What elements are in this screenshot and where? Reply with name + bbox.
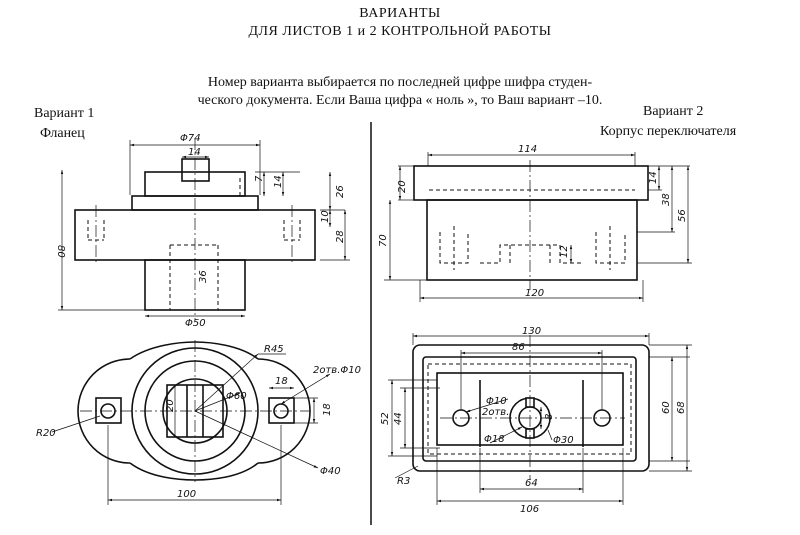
dim-d10-housing: Φ10: [486, 396, 507, 407]
dim-36: 36: [198, 270, 209, 283]
dim-d30: Φ30: [553, 435, 574, 446]
variant1-label: Вариант 1: [34, 106, 95, 121]
dim-106: 106: [520, 504, 539, 515]
dim-20: 20: [165, 399, 176, 412]
flange-front-dimensions: [58, 140, 350, 318]
dim-14-housing: 14: [648, 171, 659, 184]
dim-14-top: 14: [188, 147, 201, 158]
page-subtitle: ДЛЯ ЛИСТОВ 1 и 2 КОНТРОЛЬНОЙ РАБОТЫ: [248, 24, 552, 39]
dim-d60: Φ60: [226, 391, 247, 402]
dim-18-vertical: 18: [322, 403, 333, 416]
dim-d40: Φ40: [320, 466, 341, 477]
variant1-part-name: Фланец: [40, 126, 85, 141]
dim-28: 28: [335, 230, 346, 243]
dim-10: 10: [320, 210, 331, 223]
variant2-label: Вариант 2: [643, 104, 704, 119]
housing-top-dimensions: [388, 333, 692, 505]
dim-20-housing: 20: [397, 180, 408, 193]
flange-top-dim-labels: R45 2отв.Φ10 Φ60 18 18 20 R20 Φ40 100: [36, 344, 361, 500]
dim-26: 26: [335, 185, 346, 198]
housing-front-view: [413, 160, 649, 290]
dim-r45: R45: [264, 344, 284, 355]
dim-80: 80: [55, 245, 66, 258]
dim-68: 68: [676, 401, 687, 414]
dim-r20: R20: [36, 428, 56, 439]
dim-100: 100: [177, 489, 196, 500]
dim-7: 7: [254, 175, 265, 182]
housing-top-dim-labels: 130 86 52 44 60 68 Φ10 2отв. 8 Φ18 Φ30 R…: [380, 326, 687, 515]
dim-8: 8: [544, 414, 555, 420]
dim-64: 64: [525, 478, 538, 489]
dim-44: 44: [393, 412, 404, 425]
dim-120: 120: [525, 288, 544, 299]
dim-r3: R3: [397, 476, 410, 487]
dim-114: 114: [518, 144, 537, 155]
dim-56: 56: [677, 209, 688, 222]
dim-holes-d10: 2отв.Φ10: [313, 365, 361, 376]
dim-60: 60: [661, 401, 672, 414]
dim-holes-housing: 2отв.: [482, 407, 509, 418]
housing-top-view: [412, 335, 650, 480]
variant2-part-name: Корпус переключателя: [600, 124, 737, 139]
flange-top-dimensions: [51, 353, 331, 505]
dim-14-side: 14: [273, 175, 284, 188]
dim-12: 12: [559, 245, 570, 258]
dim-70: 70: [378, 234, 389, 247]
instruction-line-1: Номер варианта выбирается по последней ц…: [207, 75, 593, 90]
dim-18-horizontal: 18: [275, 376, 288, 387]
instruction-line-2: ческого документа. Если Ваша цифра « нол…: [197, 93, 603, 108]
flange-front-dim-labels: Φ74 14 80 7 14 26 10 28 36 Φ50: [55, 133, 346, 329]
dim-52: 52: [380, 412, 391, 425]
dim-d50: Φ50: [185, 318, 206, 329]
dim-d74: Φ74: [180, 133, 201, 144]
housing-front-dim-labels: 114 20 70 14 38 56 12 120: [378, 144, 688, 299]
housing-front-dimensions: [384, 152, 692, 302]
dim-130: 130: [522, 326, 541, 337]
page-title: ВАРИАНТЫ: [359, 6, 441, 21]
flange-front-view: [74, 138, 316, 320]
dim-38: 38: [661, 193, 672, 206]
flange-top-view: [77, 340, 311, 482]
dim-d18: Φ18: [484, 434, 505, 445]
dim-86: 86: [512, 342, 525, 353]
